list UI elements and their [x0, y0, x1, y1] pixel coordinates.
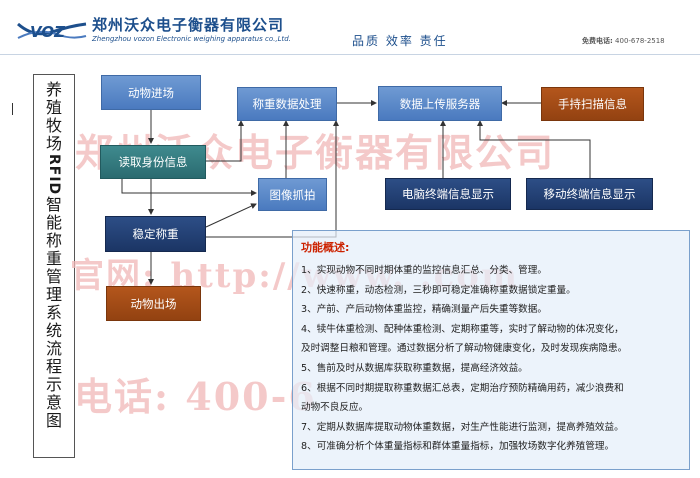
logo-icon: VOZ — [17, 22, 87, 41]
arrow-stable-to-capture — [205, 203, 257, 228]
title-char: 殖 — [45, 98, 62, 117]
overview-line: 及时调整日粮和管理。通过数据分析了解动物健康变化，及时发现疾病隐患。 — [301, 343, 628, 355]
overview-line: 5、售前及时从数据库获取称重数据，提高经济效益。 — [301, 362, 528, 374]
node-pc-display: 电脑终端信息显示 — [385, 178, 511, 210]
title-char: 重 — [45, 249, 62, 269]
site-header — [0, 0, 700, 56]
overview-line: 动物不良反应。 — [301, 402, 369, 414]
node-read-id: 读取身份信息 — [100, 145, 206, 179]
overview-line: 3、产前、产后动物体重监控，精确测量产后失重等数据。 — [301, 304, 547, 316]
arrow-mobile-to-server — [477, 120, 591, 178]
arrow-read-to-process — [206, 120, 244, 162]
node-mobile-display: 移动终端信息显示 — [526, 178, 653, 210]
title-char: 统 — [45, 321, 62, 341]
node-image-capture: 图像抓拍 — [258, 178, 327, 211]
arrow-read-to-capture — [121, 179, 257, 196]
hotline: 免费电话: 400-678-2518 — [582, 36, 665, 46]
hotline-label: 免费电话: — [582, 37, 613, 45]
function-overview-panel: 功能概述: 1、实现动物不同时期体重的监控信息汇总、分类、管理。 2、快速称重，… — [292, 230, 690, 470]
hotline-number: 400-678-2518 — [615, 37, 665, 45]
title-char: 能 — [45, 213, 62, 233]
title-rfid: RFID — [46, 154, 62, 196]
overview-line: 2、快速称重，动态检测，三秒即可稳定准确称重数据锁定重量。 — [301, 284, 576, 296]
overview-line: 4、犊牛体重检测、配种体重检测、定期称重等，实时了解动物的体况变化， — [301, 323, 624, 335]
slogan: 品质 效率 责任 — [352, 34, 448, 48]
node-handheld-scan: 手持扫描信息 — [541, 87, 644, 121]
title-char: 养 — [45, 80, 62, 99]
title-char: 场 — [45, 134, 62, 153]
company-name-cn: 郑州沃众电子衡器有限公司 — [92, 16, 285, 34]
header-divider — [0, 54, 700, 55]
title-char: 图 — [45, 411, 62, 431]
title-char: 意 — [45, 393, 62, 413]
overview-title: 功能概述: — [301, 241, 350, 254]
title-char: 系 — [45, 303, 62, 323]
title-char: 管 — [45, 267, 62, 287]
title-char: 称 — [45, 231, 62, 251]
title-char: 理 — [45, 285, 62, 305]
vertical-title: 养 殖 牧 场 RFID 智 能 称 重 管 理 系 统 流 程 示 意 图 — [34, 81, 74, 430]
vertical-title-box: 养 殖 牧 场 RFID 智 能 称 重 管 理 系 统 流 程 示 意 图 — [33, 74, 75, 458]
node-weigh-process: 称重数据处理 — [237, 87, 337, 121]
node-stable-weigh: 稳定称重 — [105, 216, 206, 252]
title-char: 流 — [45, 339, 62, 359]
node-animal-in: 动物进场 — [101, 75, 201, 110]
overview-line: 7、定期从数据库提取动物体重数据，对生产性能进行监测，提高养殖效益。 — [301, 421, 624, 433]
overview-line: 8、可准确分析个体重量指标和群体重量指标，加强牧场数字化养殖管理。 — [301, 441, 615, 453]
watermark-phone: 电话: 400-6 — [74, 374, 317, 419]
title-char: 智 — [45, 195, 62, 215]
overview-line: 1、实现动物不同时期体重的监控信息汇总、分类、管理。 — [301, 265, 547, 276]
title-char: 示 — [45, 375, 62, 395]
node-upload-server: 数据上传服务器 — [378, 86, 502, 121]
text-cursor — [12, 103, 13, 115]
overview-line: 6、根据不同时期提取称重数据汇总表，定期治疗预防精确用药，减少浪费和 — [301, 382, 624, 394]
company-name-en: Zhengzhou vozon Electronic weighing appa… — [92, 35, 291, 43]
logo-text: VOZ — [30, 23, 66, 41]
title-char: 牧 — [45, 116, 62, 135]
node-animal-out: 动物出场 — [106, 286, 201, 321]
title-char: 程 — [45, 357, 62, 377]
